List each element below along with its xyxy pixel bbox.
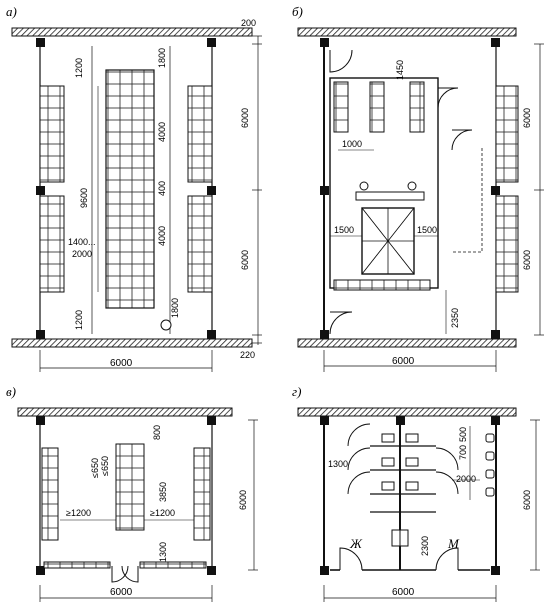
plan-v-basins-center: [115, 443, 145, 531]
plan-g-toilet-icon: [405, 481, 419, 491]
plan-a-top-wall: [11, 27, 253, 37]
plan-b-dim-bay-lower: 6000: [522, 250, 532, 270]
plan-g-urinal-icon: [485, 487, 495, 497]
plan-a-dim-aisle-lower: 4000: [157, 226, 167, 246]
plan-a-dim-aisle-upper: 4000: [157, 122, 167, 142]
plan-a-bottom-wall: [11, 338, 253, 348]
plan-v: в) 800 ≤650 ≤650 3850 ≥1200 ≥1200 13: [6, 384, 258, 602]
plan-a-locker-row: [39, 195, 65, 293]
plan-g-toilet-icon: [381, 481, 395, 491]
plan-a-column: [207, 330, 216, 339]
plan-a-locker-row: [187, 195, 213, 293]
plan-g-dim-mid: 2000: [456, 474, 476, 484]
plan-b-label: б): [292, 4, 303, 19]
plan-a-drain-icon: [160, 319, 172, 331]
plan-b-column: [320, 330, 329, 339]
plan-b-column: [491, 38, 500, 47]
plan-g-dim-b: 500: [458, 427, 468, 442]
plan-b-sink-icon: [407, 181, 417, 191]
plan-b-dim-width: 6000: [392, 356, 415, 367]
plan-a-dim-bottom-wall: 220: [240, 350, 255, 360]
plan-g-dim-height: 6000: [522, 490, 532, 510]
plan-g-toilet-icon: [405, 457, 419, 467]
plan-g-toilet-icon: [381, 433, 395, 443]
plan-g-sink-icon: [391, 529, 401, 547]
plan-a-column: [207, 186, 216, 195]
plan-b-bottom-wall: [297, 338, 517, 348]
plan-g-dim-a: 700: [458, 445, 468, 460]
plan-v-dim-pitch-a: ≤650: [90, 458, 100, 478]
plan-g-sink-icon: [399, 529, 409, 547]
plan-g-dim-width: 6000: [392, 587, 415, 598]
plan-v-dim-pitch-b: ≤650: [100, 456, 110, 476]
plan-g-dim-left: 1300: [328, 459, 348, 469]
plan-g-label: г): [292, 384, 301, 399]
plan-b-dim-right-gap: 1500: [417, 225, 437, 235]
plan-v-column: [207, 416, 216, 425]
plan-g-urinal-icon: [485, 433, 495, 443]
plan-a-locker-row: [39, 85, 65, 183]
plan-a-dim-top-gap-mid: 1800: [157, 48, 167, 68]
plan-g: г): [292, 384, 540, 602]
plan-a-dim-overall-left: 9600: [79, 188, 89, 208]
plan-a-dim-bay-lower: 6000: [240, 250, 250, 270]
plan-v-dim-gap-left: ≥1200: [66, 508, 91, 518]
plan-b-dim-bay-upper: 6000: [522, 108, 532, 128]
plan-v-column: [36, 416, 45, 425]
plan-g-dim-lower: 2300: [420, 536, 430, 556]
plan-g-toilet-icon: [405, 433, 419, 443]
plan-b-top-wall: [297, 27, 517, 37]
plan-g-room-women: Ж: [349, 536, 363, 551]
plan-b-column: [320, 38, 329, 47]
plan-a-dim-row-spacing-b: 2000: [72, 249, 92, 259]
plan-b: б): [292, 4, 544, 372]
plan-b-column: [491, 186, 500, 195]
plan-v-dim-height: 6000: [238, 490, 248, 510]
plan-a-dim-top-wall: 200: [241, 18, 256, 28]
plan-v-label: в): [6, 384, 16, 399]
plan-b-dim-lower: 2350: [450, 308, 460, 328]
plan-g-urinal-icon: [485, 451, 495, 461]
plan-a-dim-width: 6000: [110, 358, 133, 369]
plan-v-dim-depth: 3850: [158, 482, 168, 502]
plan-a-column: [36, 330, 45, 339]
plan-v-basins-left: [41, 447, 59, 541]
plan-a-locker-row: [187, 85, 213, 183]
plan-g-urinal-icon: [485, 469, 495, 479]
plan-a: а) 200: [6, 4, 262, 372]
plan-a-dim-aisle-mid: 400: [157, 181, 167, 196]
plan-v-dim-top: 800: [152, 425, 162, 440]
plan-v-dim-lower: 1300: [158, 542, 168, 562]
plan-v-column: [207, 566, 216, 575]
plan-b-sink-icon: [359, 181, 369, 191]
plan-g-toilet-icon: [381, 457, 395, 467]
plan-g-column: [320, 566, 329, 575]
plan-g-column: [491, 416, 500, 425]
plan-a-dim-bay-upper: 6000: [240, 108, 250, 128]
plan-a-dim-top-gap-left: 1200: [74, 58, 84, 78]
plan-a-column: [36, 186, 45, 195]
plan-g-column: [320, 416, 329, 425]
plan-b-dim-locker: 1000: [342, 139, 362, 149]
plan-a-center-lockers: [105, 69, 155, 309]
plan-a-dim-bottom-gap-left: 1200: [74, 310, 84, 330]
plan-a-label: а): [6, 4, 17, 19]
plan-v-dim-gap-right: ≥1200: [150, 508, 175, 518]
plan-b-dim-left-gap: 1500: [334, 225, 354, 235]
plan-a-column: [36, 38, 45, 47]
plan-a-dim-row-spacing: 1400...: [68, 237, 96, 247]
plan-b-dim-top: 1450: [395, 60, 405, 80]
plan-b-column: [320, 186, 329, 195]
plan-v-column: [36, 566, 45, 575]
plan-a-column: [207, 38, 216, 47]
plan-g-column: [491, 566, 500, 575]
plan-v-basins-right: [193, 447, 211, 541]
plan-b-column: [491, 330, 500, 339]
plan-v-dim-width: 6000: [110, 587, 133, 598]
plan-a-dim-bottom-gap-mid: 1800: [170, 298, 180, 318]
plan-g-room-men: М: [447, 536, 460, 551]
